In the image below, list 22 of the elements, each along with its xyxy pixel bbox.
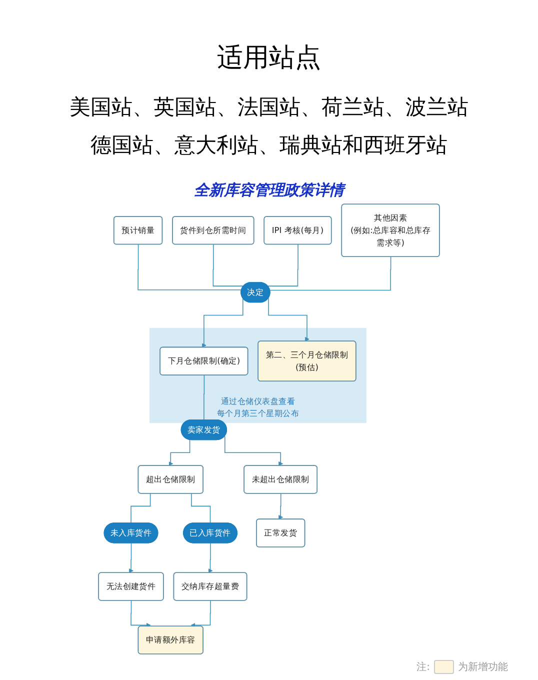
connector <box>138 244 242 290</box>
legend-text: 为新增功能 <box>458 660 508 674</box>
note-label: 注: <box>416 660 430 674</box>
diagram-title: 全新库容管理政策详情 <box>194 181 344 200</box>
site-list: 美国站、英国站、法国站、荷兰站、波兰站 <box>70 93 468 121</box>
heading: 适用站点 <box>217 42 321 75</box>
arrow <box>268 298 310 342</box>
arrow <box>202 298 244 348</box>
arrow <box>278 493 284 520</box>
connector <box>191 493 211 524</box>
connector <box>204 374 205 420</box>
arrow <box>208 542 213 574</box>
connector <box>130 493 151 524</box>
arrow <box>168 440 190 466</box>
arrow <box>224 436 284 466</box>
connector <box>212 244 244 286</box>
connector <box>267 244 298 286</box>
site-list: 德国站、意大利站、瑞典站和西班牙站 <box>90 131 448 159</box>
arrow <box>130 600 151 628</box>
connector <box>270 256 392 291</box>
arrow <box>128 542 134 574</box>
arrow <box>190 600 211 628</box>
